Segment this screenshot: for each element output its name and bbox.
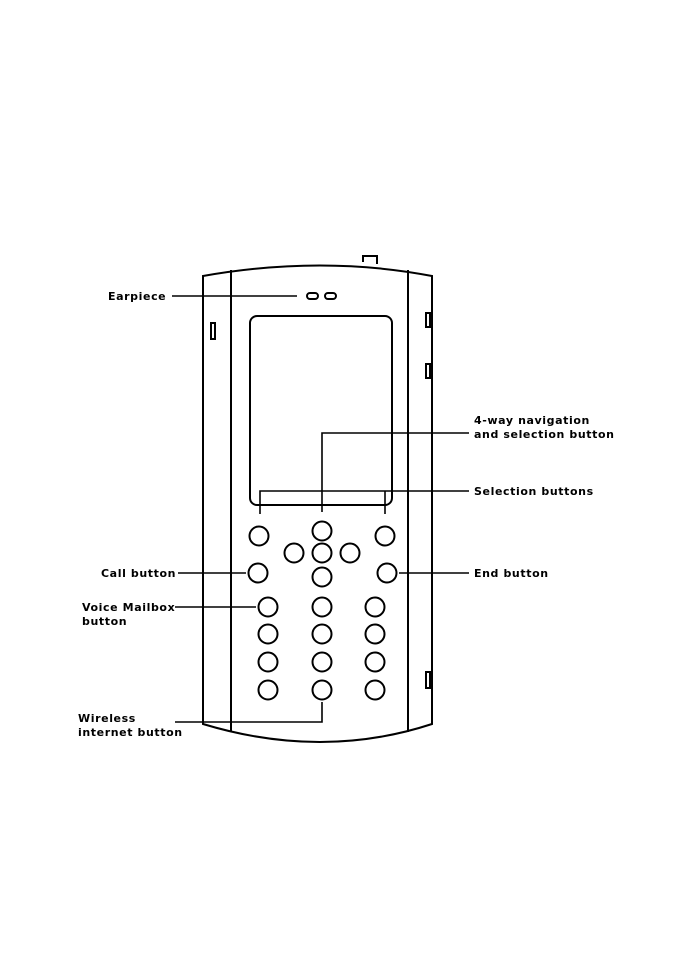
keypad-key-5 (313, 625, 332, 644)
earpiece-label: Earpiece (108, 290, 166, 303)
end-button (378, 564, 397, 583)
nav-leader (322, 433, 469, 512)
display-screen (250, 316, 392, 505)
keypad-key-6 (366, 625, 385, 644)
call-button (249, 564, 268, 583)
keypad-key-0 (313, 681, 332, 700)
keypad-key-hash (366, 681, 385, 700)
keypad-key-star (259, 681, 278, 700)
keypad-key-7 (259, 653, 278, 672)
keypad-key-4 (259, 625, 278, 644)
right-side-key-bottom (426, 672, 430, 688)
keypad (259, 598, 385, 700)
call-label: Call button (101, 567, 176, 580)
nav-label-line1: 4-way navigation (474, 414, 590, 427)
earpiece (307, 293, 336, 299)
control-buttons (249, 522, 397, 587)
keypad-key-3 (366, 598, 385, 617)
voicemail-label-line1: Voice Mailbox (82, 601, 175, 614)
nav-button-select (313, 544, 332, 563)
nav-label-line2: and selection button (474, 428, 615, 441)
callout-labels: Earpiece 4-way navigation and selection … (78, 290, 615, 739)
right-side-key-middle (426, 364, 430, 378)
wireless-label-line1: Wireless (78, 712, 136, 725)
left-side-key (211, 323, 215, 339)
selection-leader (260, 491, 469, 514)
nav-button-up (313, 522, 332, 541)
keypad-key-1 (259, 598, 278, 617)
keypad-key-2 (313, 598, 332, 617)
selection-label: Selection buttons (474, 485, 594, 498)
wireless-leader (175, 702, 322, 722)
nav-button-right (341, 544, 360, 563)
selection-button-left (250, 527, 269, 546)
keypad-key-8 (313, 653, 332, 672)
nav-button-left (285, 544, 304, 563)
end-label: End button (474, 567, 549, 580)
right-side-key-top (426, 313, 430, 327)
keypad-key-9 (366, 653, 385, 672)
voicemail-label-line2: button (82, 615, 127, 628)
wireless-label-line2: internet button (78, 726, 183, 739)
nav-button-down (313, 568, 332, 587)
selection-button-right (376, 527, 395, 546)
